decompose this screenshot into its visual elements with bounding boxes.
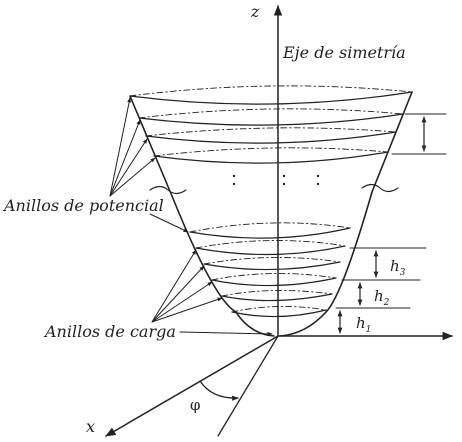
charge-leader-2 bbox=[151, 265, 205, 323]
charge-ring-1-front bbox=[195, 245, 346, 256]
charge-ring-5-back bbox=[231, 306, 327, 313]
x-axis-line bbox=[105, 335, 279, 437]
potential-ring-4-back bbox=[153, 147, 389, 157]
potential-ring-2-front bbox=[138, 113, 404, 126]
right-break-mark bbox=[361, 183, 399, 193]
charge-ring-5-front bbox=[231, 309, 327, 318]
potential-ring-4-front bbox=[153, 151, 389, 164]
charge-ring-3-front bbox=[211, 277, 337, 287]
z-axis-label: z bbox=[250, 2, 260, 21]
h3-label: h3 bbox=[390, 257, 406, 278]
potential-ring-top-back bbox=[129, 85, 413, 97]
charge-leader-3 bbox=[151, 281, 213, 323]
potential-leader-1 bbox=[109, 97, 132, 197]
charge-ring-2-back bbox=[203, 257, 341, 265]
potential-leader-2 bbox=[109, 119, 141, 197]
potential-ring-3-front bbox=[145, 131, 397, 144]
lower-left-wall bbox=[171, 195, 275, 337]
charge-leader-1 bbox=[151, 249, 197, 323]
upper-right-wall bbox=[371, 91, 413, 193]
lower-right-wall bbox=[279, 191, 373, 337]
charge-ring-3-back bbox=[211, 273, 337, 281]
potential-ring-lower-front bbox=[189, 227, 351, 239]
angle-phi-arc bbox=[199, 380, 239, 401]
symmetry-axis-label: Eje de simetría bbox=[282, 43, 406, 62]
potential-leader-5 bbox=[149, 213, 189, 233]
potential-leader-3 bbox=[109, 138, 148, 197]
charge-ring-1-back bbox=[195, 240, 346, 249]
charge-rings-label: Anillos de carga bbox=[43, 322, 176, 341]
potential-rings-label: Anillos de potencial bbox=[2, 196, 164, 215]
potential-ring-lower-back bbox=[189, 222, 351, 233]
x-axis-label: x bbox=[86, 417, 95, 436]
potential-leader-4 bbox=[109, 157, 156, 197]
h1-label: h1 bbox=[356, 314, 371, 335]
left-break-mark bbox=[149, 185, 187, 195]
potential-ring-top-front bbox=[129, 91, 413, 105]
charge-ring-4-back bbox=[221, 289, 333, 297]
upper-left-wall bbox=[129, 95, 173, 197]
h2-label: h2 bbox=[374, 287, 390, 308]
charge-ring-2-front bbox=[203, 261, 341, 271]
charge-leader-4 bbox=[151, 297, 223, 323]
angle-phi-label: φ bbox=[190, 396, 201, 414]
charge-leader-5 bbox=[179, 331, 273, 336]
charge-ring-4-front bbox=[221, 293, 333, 302]
potential-ring-3-back bbox=[145, 127, 397, 137]
azimuth-line bbox=[217, 335, 279, 437]
potential-ring-2-back bbox=[138, 108, 404, 119]
continuation-dots bbox=[232, 174, 320, 186]
